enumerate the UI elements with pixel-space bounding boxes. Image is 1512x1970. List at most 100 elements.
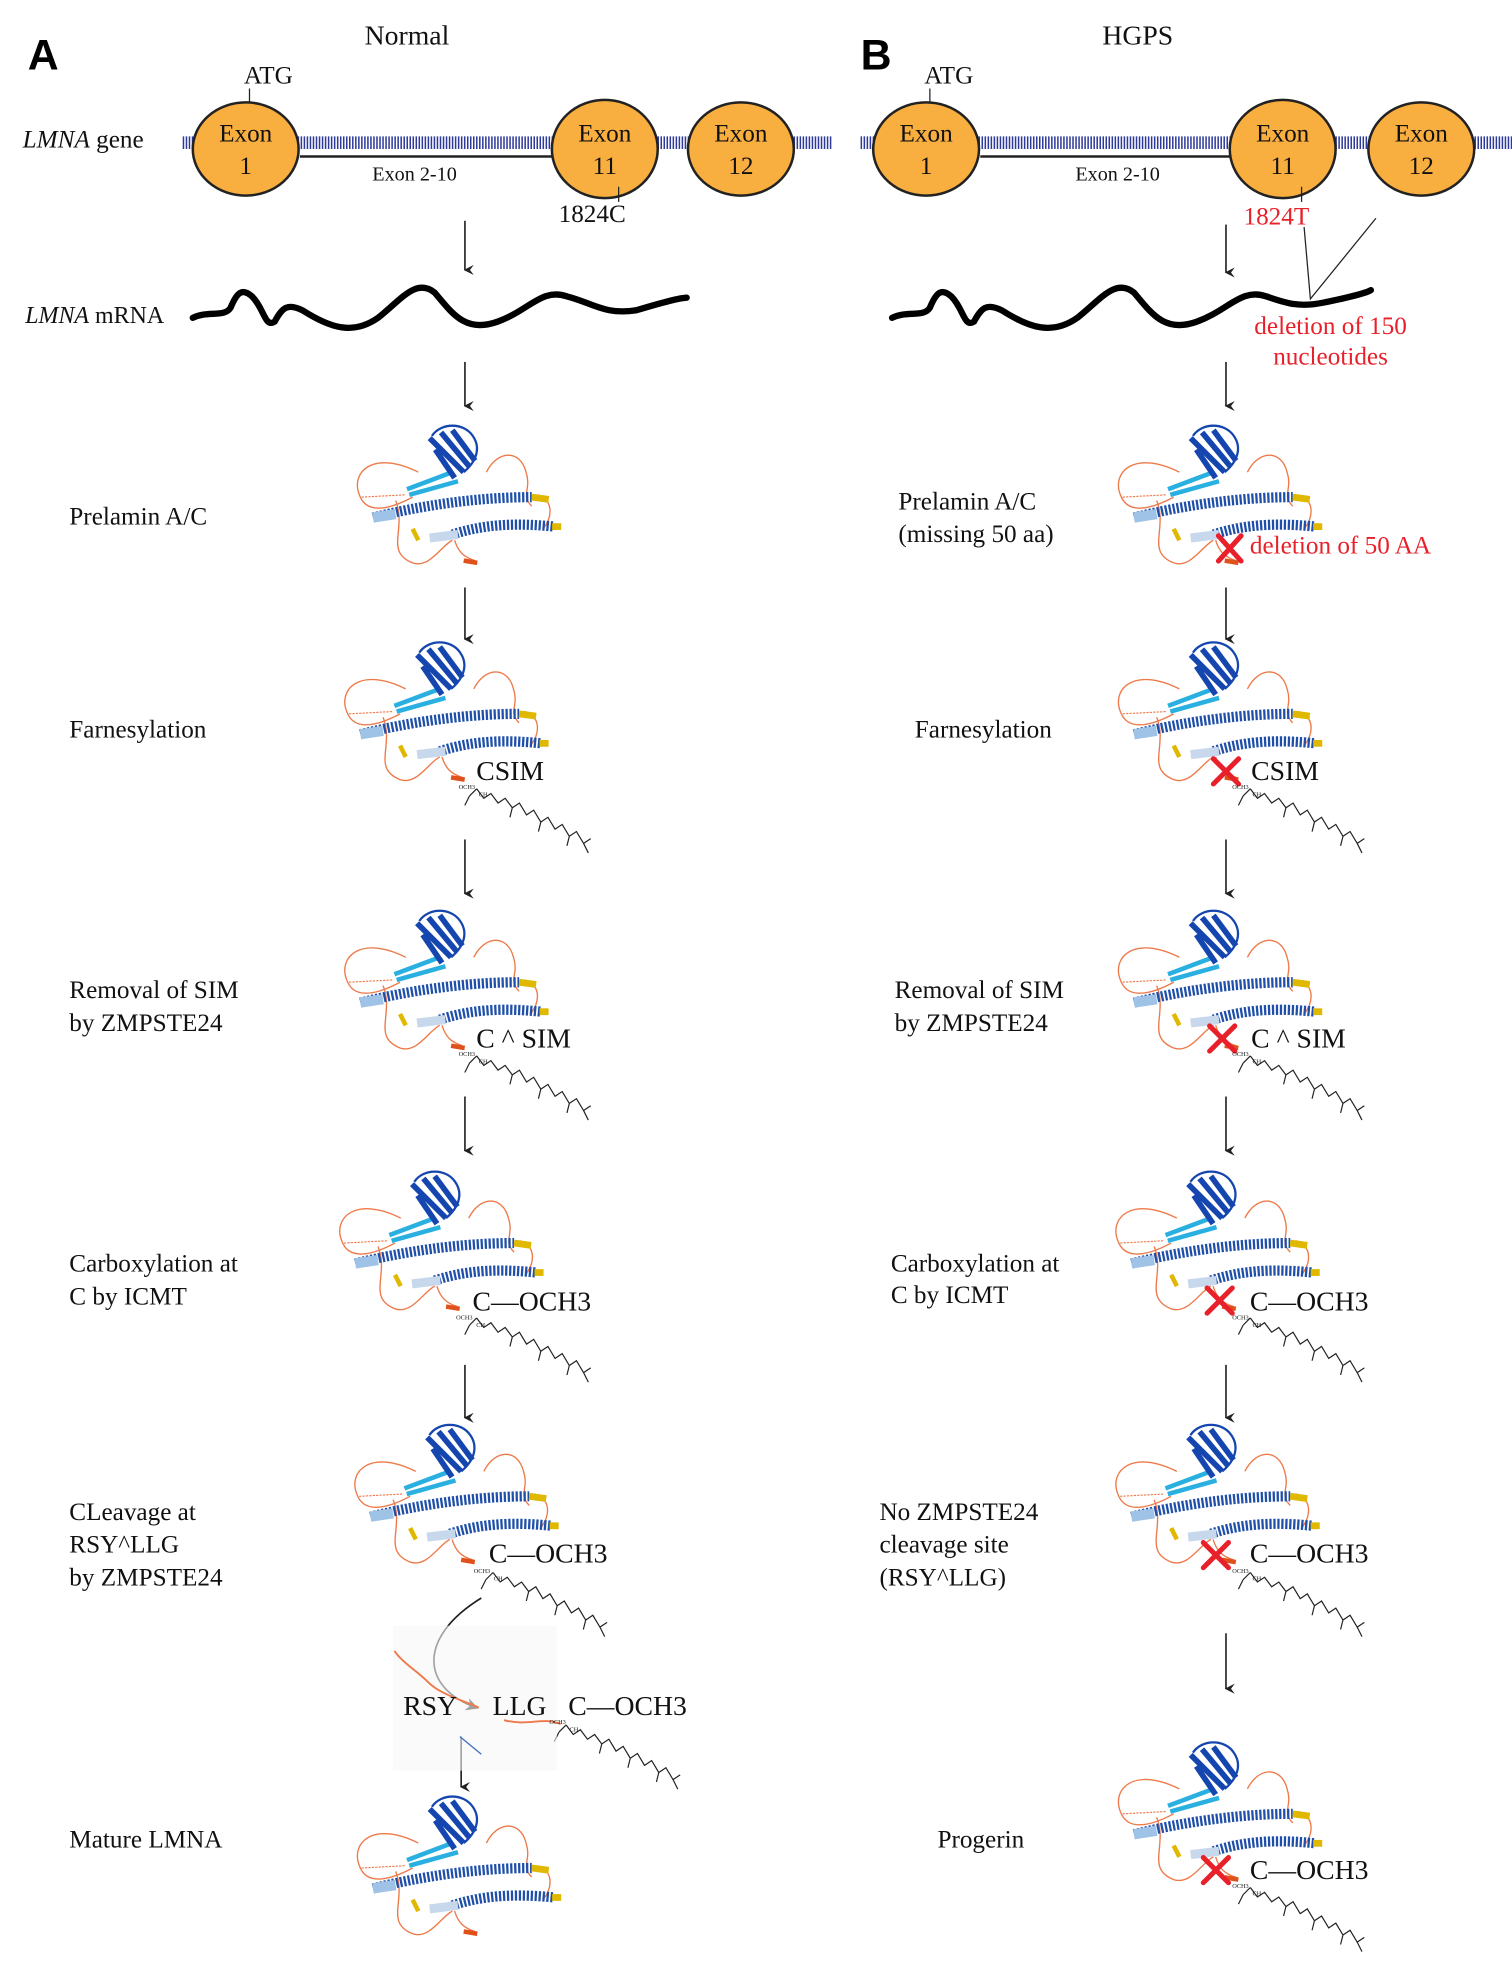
snp-label: 1824T xyxy=(1243,204,1309,231)
svg-text:1: 1 xyxy=(920,153,933,180)
x-mark-icon xyxy=(1207,1023,1238,1054)
annotation: C ^ SIM xyxy=(476,1022,571,1053)
annotation: C—OCH3 xyxy=(489,1538,608,1569)
exon-12: Exon 12 xyxy=(686,101,796,197)
intron-label: Exon 2-10 xyxy=(1075,163,1160,185)
step-label: cleavage site xyxy=(879,1532,1008,1559)
annotation: C ^ SIM xyxy=(1251,1022,1346,1053)
svg-text:CH: CH xyxy=(476,1322,485,1329)
annotation: C—OCH3 xyxy=(1250,1538,1369,1569)
svg-text:CH: CH xyxy=(1252,1575,1261,1582)
step-label: Removal of SIM xyxy=(69,977,238,1004)
step-label: by ZMPSTE24 xyxy=(895,1010,1049,1037)
step-label: Removal of SIM xyxy=(895,977,1064,1004)
atg-label: ATG xyxy=(244,62,293,89)
svg-text:Exon: Exon xyxy=(1395,120,1449,147)
exon-12: Exon 12 xyxy=(1367,101,1476,197)
svg-text:OCH3: OCH3 xyxy=(1232,1051,1248,1058)
hgps-annotations: deletion of 50 AA CSIM C ^ SIM C—OCH3 C—… xyxy=(1250,532,1431,1885)
x-mark-icon xyxy=(1200,1855,1232,1886)
step-label: Farnesylation xyxy=(69,716,207,743)
step-label: (RSY^LLG) xyxy=(879,1564,1006,1591)
svg-text:CH: CH xyxy=(479,1059,488,1066)
svg-text:OCH3: OCH3 xyxy=(1232,784,1248,791)
svg-text:OCH3: OCH3 xyxy=(1232,1883,1248,1890)
step-label: RSY^LLG xyxy=(69,1532,179,1559)
svg-text:CH: CH xyxy=(1252,1322,1261,1329)
panel-a-letter: A xyxy=(28,32,59,80)
svg-text:Exon: Exon xyxy=(900,120,954,147)
svg-text:CH: CH xyxy=(1252,1890,1261,1897)
x-mark-icon xyxy=(1215,533,1244,564)
svg-text:OCH3: OCH3 xyxy=(459,1051,475,1058)
svg-text:OCH3: OCH3 xyxy=(474,1568,490,1575)
step-label: CLeavage at xyxy=(69,1499,196,1526)
exon-1: Exon 1 xyxy=(871,101,981,197)
protein-structures-hgps xyxy=(1116,426,1365,1953)
svg-text:1: 1 xyxy=(239,153,252,180)
intron-label: Exon 2-10 xyxy=(372,163,457,185)
gene-row-label: LMNA gene xyxy=(22,127,144,154)
cleavage-left: RSY xyxy=(403,1690,457,1721)
svg-text:CH: CH xyxy=(494,1575,503,1582)
snp-label: 1824C xyxy=(559,201,626,228)
step-label: Farnesylation xyxy=(915,716,1053,743)
annotation: C—OCH3 xyxy=(473,1286,592,1317)
svg-text:OCH3: OCH3 xyxy=(459,784,475,791)
step-label: No ZMPSTE24 xyxy=(879,1499,1038,1526)
exon-11: Exon 11 xyxy=(550,98,659,200)
mrna-row-label: LMNA mRNA xyxy=(24,303,165,329)
step-label: Carboxylation at xyxy=(891,1251,1060,1278)
protein-mature-lmna xyxy=(357,1797,561,1935)
protein-prelamin xyxy=(357,426,561,564)
svg-text:Exon: Exon xyxy=(714,120,768,147)
x-mark-icon xyxy=(1210,756,1242,787)
mutation-x-icons xyxy=(1200,533,1244,1886)
svg-text:OCH3: OCH3 xyxy=(456,1315,472,1322)
step-label: Carboxylation at xyxy=(69,1251,238,1278)
svg-text:CH: CH xyxy=(479,792,488,799)
svg-text:Exon: Exon xyxy=(578,120,632,147)
atg-label: ATG xyxy=(924,62,973,89)
svg-text:OCH3: OCH3 xyxy=(1232,1315,1248,1322)
mrna-normal xyxy=(189,284,690,332)
protein-structures-normal xyxy=(340,426,681,1935)
panel-b-title: HGPS xyxy=(1102,19,1173,50)
svg-text:12: 12 xyxy=(1409,153,1434,180)
panel-b-letter: B xyxy=(861,32,892,80)
svg-text:CH: CH xyxy=(570,1727,579,1734)
x-mark-icon xyxy=(1200,1540,1232,1571)
deletion-annotation: deletion of 50 AA xyxy=(1250,532,1431,559)
svg-text:12: 12 xyxy=(728,153,753,180)
svg-text:OCH3: OCH3 xyxy=(549,1719,565,1726)
step-label: Prelamin A/C xyxy=(69,503,207,530)
step-label: C by ICMT xyxy=(69,1283,187,1310)
svg-text:Exon: Exon xyxy=(1256,120,1310,147)
step-label: C by ICMT xyxy=(891,1282,1009,1309)
farnesyl-chain xyxy=(553,1724,681,1790)
step-label: Mature LMNA xyxy=(69,1826,222,1853)
svg-text:11: 11 xyxy=(593,153,617,180)
step-label: Progerin xyxy=(937,1826,1024,1853)
annotation: CSIM xyxy=(476,755,544,786)
deletion-note: nucleotides xyxy=(1273,343,1388,370)
panel-a-title: Normal xyxy=(365,19,450,50)
normal-annotations: CSIM C ^ SIM C—OCH3 C—OCH3 RSY LLG C—OCH… xyxy=(403,755,687,1721)
annotation: CSIM xyxy=(1251,755,1319,786)
x-mark-icon xyxy=(1204,1285,1235,1316)
step-label: by ZMPSTE24 xyxy=(69,1010,223,1037)
cleavage-right: LLG xyxy=(493,1690,547,1721)
step-label: by ZMPSTE24 xyxy=(69,1564,223,1591)
deletion-note: deletion of 150 xyxy=(1254,313,1407,340)
step-label: (missing 50 aa) xyxy=(898,521,1053,548)
svg-text:CH: CH xyxy=(1252,1059,1261,1066)
hgps-step-labels: Prelamin A/C (missing 50 aa) Farnesylati… xyxy=(879,488,1063,1853)
step-label: Prelamin A/C xyxy=(898,488,1036,515)
svg-text:OCH3: OCH3 xyxy=(1232,1568,1248,1575)
svg-text:11: 11 xyxy=(1271,153,1295,180)
